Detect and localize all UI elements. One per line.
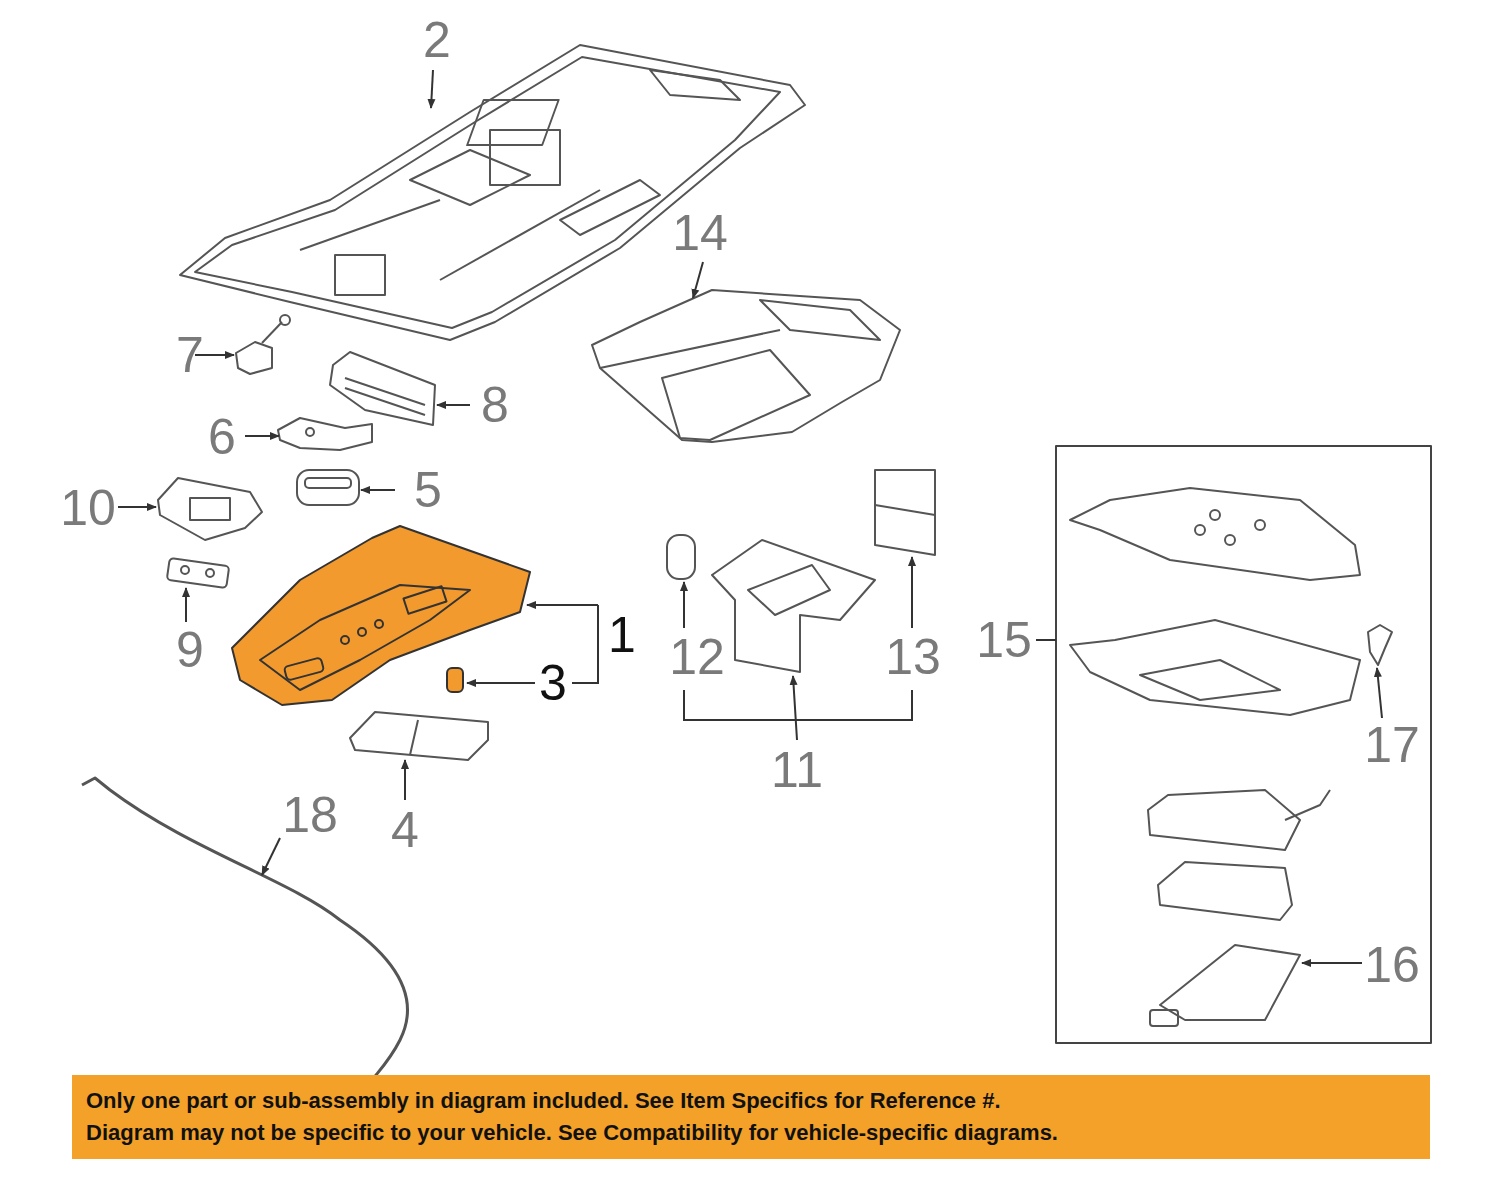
- callout-number: 17: [1364, 720, 1420, 770]
- callout-number: 5: [414, 465, 442, 515]
- callout-number: 3: [539, 658, 567, 708]
- callout-number: 9: [176, 625, 204, 675]
- callout-number: 6: [208, 412, 236, 462]
- callout-number: 1: [608, 610, 636, 660]
- callout-number: 7: [176, 330, 204, 380]
- notice-banner: Only one part or sub-assembly in diagram…: [72, 1075, 1430, 1159]
- callout-number: 2: [423, 15, 451, 65]
- callout-number: 10: [60, 483, 116, 533]
- callout-number: 13: [885, 632, 941, 682]
- callout-number: 16: [1364, 940, 1420, 990]
- notice-text: Only one part or sub-assembly in diagram…: [86, 1085, 1416, 1117]
- callout-number: 14: [672, 208, 728, 258]
- callout-number: 8: [481, 380, 509, 430]
- callout-number: 11: [771, 745, 823, 795]
- callout-number: 15: [976, 615, 1032, 665]
- notice-text: Diagram may not be specific to your vehi…: [86, 1117, 1416, 1149]
- callout-number: 18: [282, 790, 338, 840]
- callout-number: 4: [391, 805, 419, 855]
- callout-number: 12: [669, 632, 725, 682]
